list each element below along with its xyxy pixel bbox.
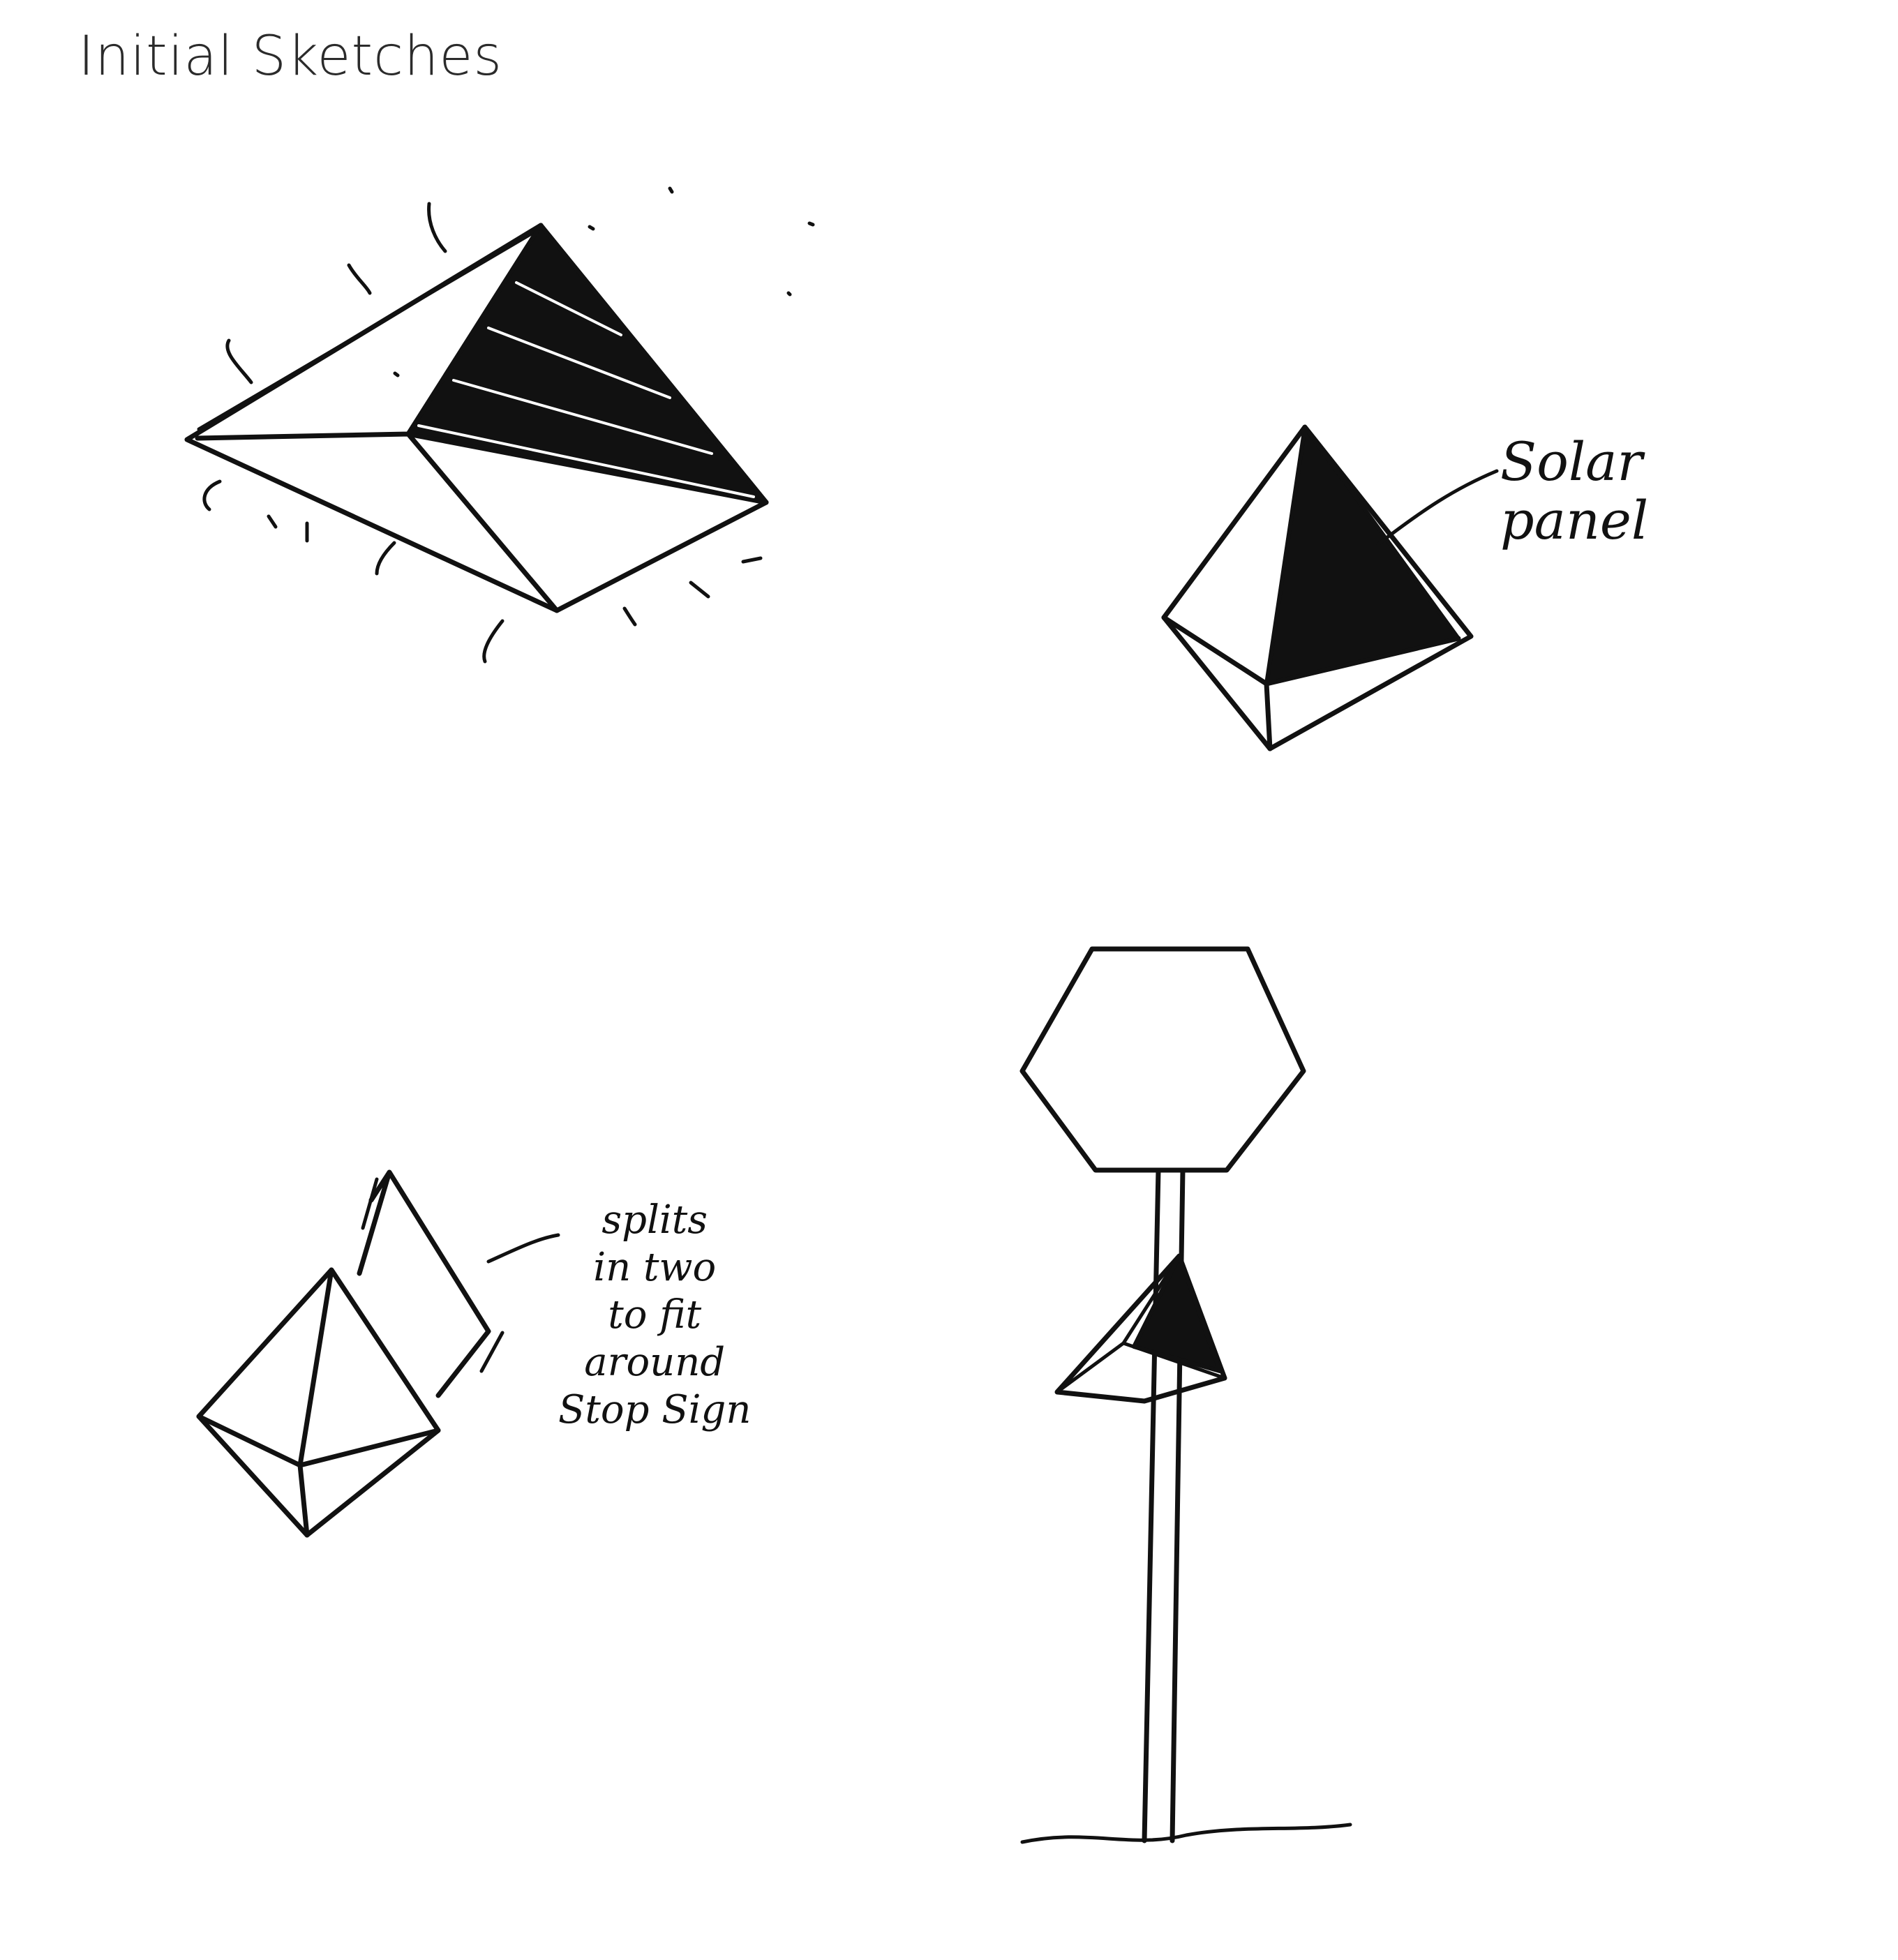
sketch-stop-sign xyxy=(1022,949,1350,1842)
sketch-solar-pyramid xyxy=(1164,427,1497,749)
sketch-open-pyramid xyxy=(187,188,813,661)
split-pyramid-front xyxy=(199,1270,438,1535)
solar-panel-leader-line xyxy=(1378,471,1497,544)
annotation-solar-panel: Solar panel xyxy=(1500,433,1648,550)
pole-pyramid-solar-face xyxy=(1134,1256,1220,1371)
sketch-split-pyramid xyxy=(199,1172,558,1535)
split-pyramid-front-inner xyxy=(199,1270,438,1535)
stop-sign-hexagon xyxy=(1022,949,1303,1170)
split-pyramid-leader-line xyxy=(488,1235,558,1262)
split-pyramid-back-half xyxy=(359,1172,488,1396)
ground-line xyxy=(1022,1825,1350,1842)
solar-panel-face xyxy=(1266,427,1458,684)
annotation-splits: splits in two to fit around Stop Sign xyxy=(558,1197,751,1434)
